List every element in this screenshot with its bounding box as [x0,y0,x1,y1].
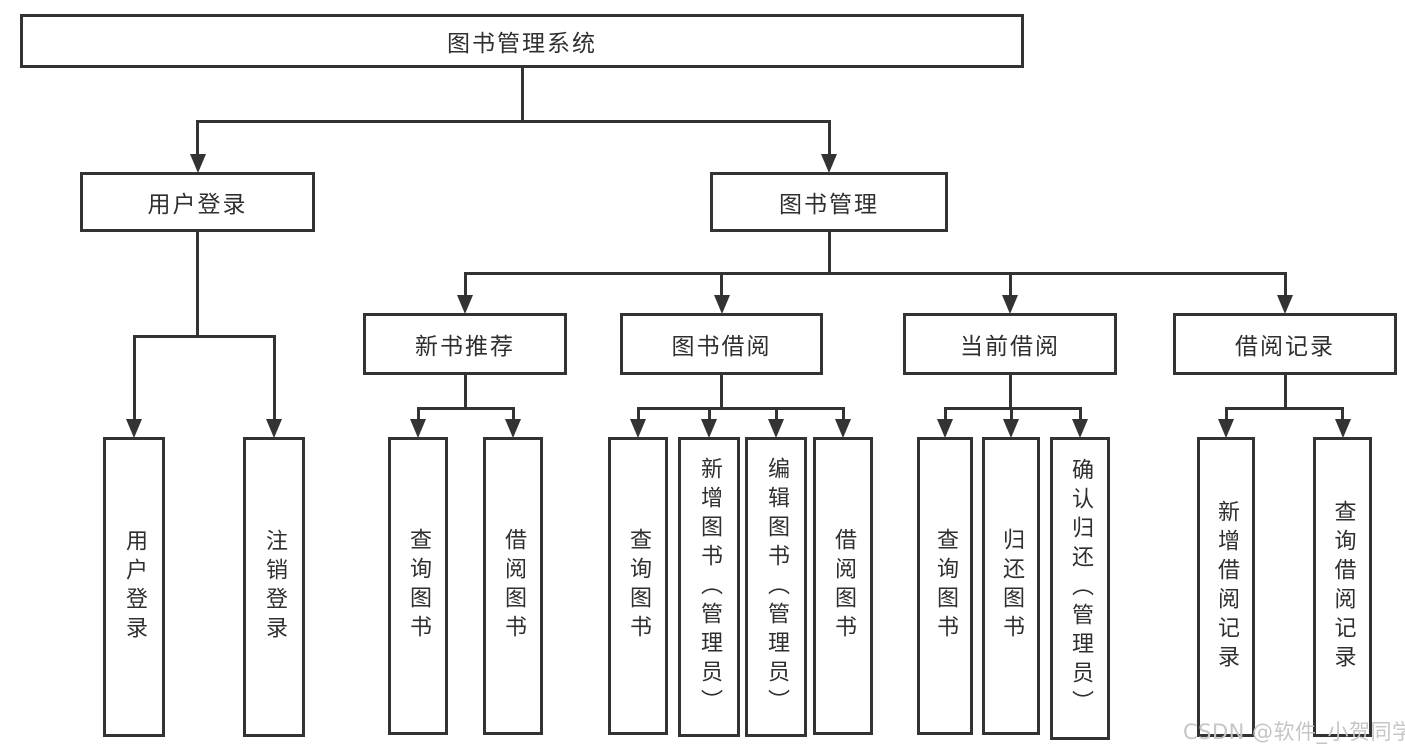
node-leaf-borrow-book-1: 借阅图书 [483,437,543,735]
connector-line [1224,407,1228,420]
node-label-leaf-query-book-2: 查询图书 [626,528,651,644]
node-label-root: 图书管理系统 [447,31,597,57]
connector-line [416,407,420,420]
node-label-user-login: 用户登录 [147,192,248,218]
node-book-mgmt: 图书管理 [710,172,948,232]
connector-line [511,407,515,420]
node-book-borrow: 图书借阅 [620,313,823,375]
arrowhead-down-icon [821,154,837,173]
connector-line [520,68,524,123]
connector-line [943,407,947,420]
connector-line [463,272,467,296]
node-label-leaf-logout: 注销登录 [262,529,287,645]
connector-line [1008,375,1012,410]
connector-line [463,375,467,410]
node-label-borrow-record: 借阅记录 [1235,334,1335,360]
node-leaf-confirm-return: 确认归还（管理员） [1050,437,1110,740]
arrowhead-down-icon [701,419,717,438]
connector-line [463,272,1287,275]
node-leaf-query-book-2: 查询图书 [608,437,668,735]
arrowhead-down-icon [1003,419,1019,438]
arrowhead-down-icon [266,419,282,438]
connector-line [774,407,778,420]
connector-line [1008,272,1012,296]
node-leaf-add-borrow-record: 新增借阅记录 [1197,437,1255,737]
node-label-leaf-user-login: 用户登录 [122,529,147,645]
connector-line [636,407,640,420]
connector-line [1224,407,1344,410]
node-label-leaf-query-borrow-record: 查询借阅记录 [1330,500,1356,674]
node-label-leaf-add-borrow-record: 新增借阅记录 [1214,500,1239,674]
node-label-leaf-query-book-1: 查询图书 [406,528,431,644]
arrowhead-down-icon [835,419,851,438]
node-leaf-query-book-3: 查询图书 [917,437,973,735]
arrowhead-down-icon [505,419,521,438]
connector-line [132,335,276,338]
node-label-leaf-return-book: 归还图书 [999,528,1024,644]
connector-line [1283,272,1287,296]
connector-line [1283,375,1287,410]
connector-line [1078,407,1082,420]
arrowhead-down-icon [457,295,473,314]
connector-line [636,407,845,410]
connector-line [196,120,831,123]
node-label-leaf-add-book: 新增图书（管理员） [697,456,722,718]
arrowhead-down-icon [1218,419,1234,438]
arrowhead-down-icon [1334,419,1351,438]
arrowhead-down-icon [1072,419,1088,438]
connector-line [132,335,136,420]
node-label-leaf-borrow-book-2: 借阅图书 [831,528,856,644]
connector-line [196,120,199,155]
connector-line [720,375,723,410]
arrowhead-down-icon [189,154,206,173]
csdn-watermark: CSDN @软件_小贺同学 [1183,720,1405,744]
node-label-leaf-edit-book: 编辑图书（管理员） [764,456,789,718]
connector-line [827,232,831,275]
node-label-current-borrow: 当前借阅 [960,334,1060,360]
arrowhead-down-icon [713,295,730,314]
arrowhead-down-icon [126,419,142,438]
node-leaf-add-book: 新增图书（管理员） [678,437,740,737]
connector-line [841,407,845,420]
node-label-new-book-recommend: 新书推荐 [415,334,515,360]
arrowhead-down-icon [630,419,646,438]
connector-line [1009,407,1013,420]
connector-line [720,272,723,296]
connector-line [196,232,199,338]
arrowhead-down-icon [410,419,426,438]
node-label-leaf-borrow-book-1: 借阅图书 [501,528,526,644]
node-leaf-return-book: 归还图书 [982,437,1040,735]
connector-line [272,335,276,420]
connector-line [707,407,711,420]
node-root: 图书管理系统 [20,14,1024,68]
node-leaf-query-borrow-record: 查询借阅记录 [1313,437,1372,737]
arrowhead-down-icon [1002,295,1018,314]
node-user-login: 用户登录 [80,172,315,232]
node-borrow-record: 借阅记录 [1173,313,1397,375]
connector-line [1341,407,1344,420]
connector-line [943,407,1082,410]
node-label-book-mgmt: 图书管理 [779,192,879,218]
node-new-book-recommend: 新书推荐 [363,313,567,375]
node-leaf-edit-book: 编辑图书（管理员） [745,437,807,737]
connector-line [416,407,515,410]
node-current-borrow: 当前借阅 [903,313,1117,375]
node-label-book-borrow: 图书借阅 [671,334,772,360]
node-leaf-logout: 注销登录 [243,437,305,737]
arrowhead-down-icon [1277,295,1293,314]
node-leaf-borrow-book-2: 借阅图书 [813,437,873,735]
node-leaf-user-login: 用户登录 [103,437,165,737]
node-label-leaf-confirm-return: 确认归还（管理员） [1068,458,1093,719]
connector-line [827,120,831,155]
arrowhead-down-icon [768,419,784,438]
node-label-leaf-query-book-3: 查询图书 [933,528,958,644]
arrowhead-down-icon [937,419,953,438]
node-leaf-query-book-1: 查询图书 [388,437,448,735]
